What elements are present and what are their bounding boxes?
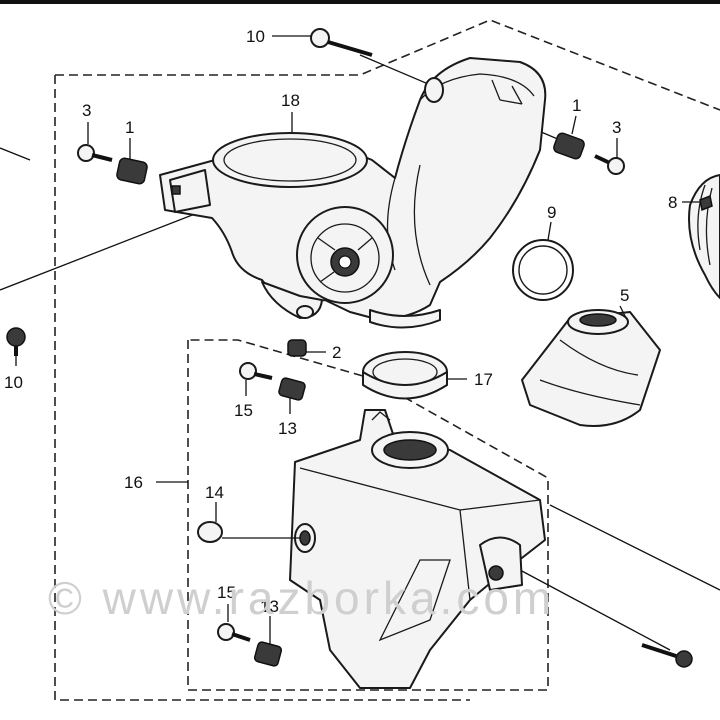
bolt-10-bottom (641, 643, 693, 668)
bolt-3-left (77, 144, 113, 162)
o-ring-inner (518, 245, 568, 295)
callout-8: 8 (668, 193, 677, 212)
callout-14: 14 (205, 483, 224, 502)
callout-10: 10 (246, 27, 265, 46)
callout-1: 1 (125, 118, 134, 137)
bolt-15-lower (217, 623, 251, 642)
upper-group-frame (54, 75, 470, 701)
leader-edge (0, 147, 31, 161)
callout-18: 18 (281, 91, 300, 110)
cap-14 (197, 521, 223, 543)
resonator (521, 309, 661, 427)
grommet-1-right (553, 132, 585, 160)
callout-10: 10 (4, 373, 23, 392)
callout-13: 13 (278, 419, 297, 438)
grommet-2 (287, 339, 307, 357)
top-border (0, 0, 720, 4)
bolt-10-top (310, 28, 373, 57)
callout-1: 1 (572, 96, 581, 115)
grommet-13-lower (253, 641, 283, 667)
leader-1-right (571, 115, 577, 135)
watermark: © www.razborka.com (48, 572, 555, 624)
air-duct-right (688, 174, 720, 299)
bolt-10-left (6, 327, 26, 356)
leader-right (549, 504, 720, 591)
upper-group-frame-top (55, 19, 720, 111)
callout-3: 3 (612, 118, 621, 137)
o-ring (512, 239, 574, 301)
grommet-13-upper (278, 377, 306, 401)
callout-2: 2 (332, 343, 341, 362)
leader-9 (547, 221, 552, 241)
lower-group-frame (187, 339, 549, 691)
leader-bolt-bottom (519, 569, 671, 651)
callout-17: 17 (474, 370, 493, 389)
air-cleaner-box (289, 409, 546, 689)
air-intake-duct (159, 57, 547, 329)
leader-5 (619, 305, 627, 319)
seal-ring (362, 351, 448, 400)
bolt-3-right (594, 154, 625, 175)
leader-left-10 (0, 211, 201, 291)
callout-3: 3 (82, 101, 91, 120)
callout-13: 13 (260, 597, 279, 616)
callout-5: 5 (620, 286, 629, 305)
callout-9: 9 (547, 203, 556, 222)
bolt-15-upper (239, 362, 273, 380)
callout-16: 16 (124, 473, 143, 492)
grommet-1-left (116, 157, 148, 185)
callout-15: 15 (217, 583, 236, 602)
callout-15: 15 (234, 401, 253, 420)
